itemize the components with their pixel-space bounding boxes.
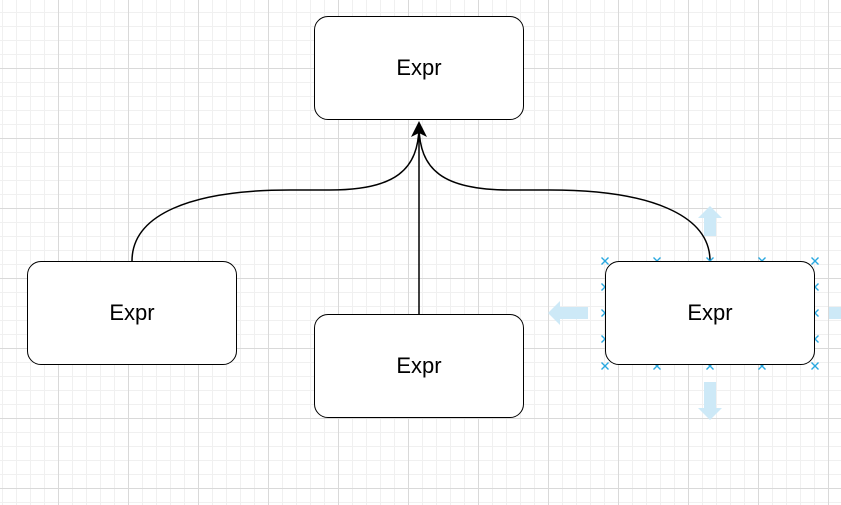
arrow-down-icon[interactable] [698,382,722,420]
node-label: Expr [396,55,442,80]
edge-right-to-top[interactable] [418,124,711,262]
node-expr-top[interactable]: Expr [314,16,524,120]
node-expr-right-selected[interactable]: Expr [605,261,815,365]
selection-handle-icon[interactable] [811,257,819,265]
arrow-left-icon[interactable] [548,301,588,325]
selection-handle-icon[interactable] [811,362,819,370]
node-label: Expr [687,300,733,325]
node-label: Expr [109,300,155,325]
quick-connect-arrows[interactable] [548,206,841,420]
arrow-right-icon[interactable] [829,307,841,319]
selection-handle-icon[interactable] [601,362,609,370]
arrow-up-icon[interactable] [698,206,722,236]
node-expr-middle[interactable]: Expr [314,314,524,418]
selection-handle-icon[interactable] [601,257,609,265]
edge-left-to-top[interactable] [131,124,420,262]
node-label: Expr [396,353,442,378]
node-expr-left[interactable]: Expr [27,261,237,365]
arrowhead-icon [411,121,427,137]
